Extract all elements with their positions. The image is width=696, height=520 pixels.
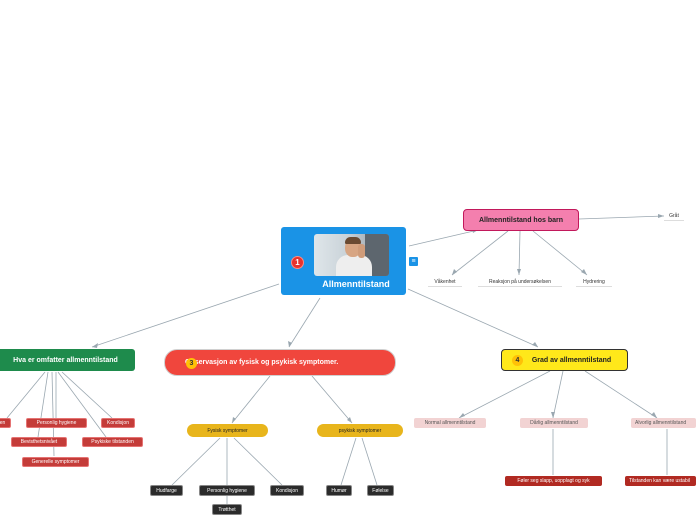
subtopic-reaksjon[interactable]: Reaksjon på undersøkelsen [478, 277, 562, 287]
subtopic-trotthet[interactable]: Trøtthet [212, 504, 242, 515]
link-barn-reaksjon [518, 230, 521, 276]
link-grad-normal [458, 370, 551, 419]
priority-badge-4: 4 [512, 355, 523, 366]
topic-allmenntilstand-hos-barn[interactable]: Allmenntilstand hos barn [463, 209, 579, 231]
subtopic-fysisk-kondisjon[interactable]: Kondisjon [270, 485, 304, 496]
link-barn-grat [578, 215, 665, 220]
detail-alvorlig[interactable]: Tilstanden kan være ustabil [625, 476, 696, 486]
central-topic[interactable]: 1 Allmenntilstand [281, 227, 406, 295]
link-central-barn [408, 229, 479, 247]
subtopic-bevissthetsnivaet[interactable]: Bevisthetsnivået [11, 437, 67, 447]
subtopic-psykisk-symptomer[interactable]: psykisk symptomer [317, 424, 403, 437]
subtopic-fysisk-symptomer[interactable]: Fysisk symptomer [187, 424, 268, 437]
man-sitting-photo [314, 234, 389, 276]
subtopic-psykiske-tilstanden[interactable]: Psykiske tilstanden [82, 437, 143, 447]
subtopic-normal-allmenntilstand[interactable]: Normal allmenntilstand [414, 418, 486, 428]
topic-observasjon[interactable]: Observasjon av fysisk og psykisk symptom… [164, 349, 396, 376]
subtopic-personlig-hygiene[interactable]: Personlig hygiene [26, 418, 87, 428]
subtopic-folelse[interactable]: Følelse [367, 485, 394, 496]
note-icon[interactable]: ≡ [409, 257, 418, 266]
link-central-obs [288, 297, 321, 348]
subtopic-darlig-allmenntilstand[interactable]: Dårlig allmenntilstand [520, 418, 588, 428]
link-psykisk-humor [340, 437, 357, 486]
subtopic-humor[interactable]: Humør [326, 485, 352, 496]
priority-badge: 1 [291, 256, 304, 269]
subtopic-vakenhet[interactable]: Våkenhet [428, 277, 462, 287]
priority-badge-3: 3 [186, 358, 197, 369]
subtopic-hydrering[interactable]: Hydrering [576, 277, 612, 287]
link-obs-fysisk [231, 375, 271, 424]
subtopic-en[interactable]: en [0, 418, 11, 428]
link-central-grad [407, 288, 539, 348]
topic-hva-omfatter[interactable]: Hva er omfatter allmenntilstand [0, 349, 135, 371]
link-grad-alvorlig [584, 370, 658, 419]
link-fysisk-hudfarge [171, 437, 221, 486]
link-barn-vakenhet [451, 230, 509, 276]
link-hva-kondisjon [61, 371, 113, 419]
subtopic-hudfarge[interactable]: Hudfarge [150, 485, 183, 496]
link-obs-psykisk [311, 375, 353, 424]
subtopic-fysisk-hygiene[interactable]: Personlig hygiene [199, 485, 255, 496]
topic-grad[interactable]: Grad av allmenntilstand [501, 349, 628, 371]
subtopic-generelle-symptomer[interactable]: Generelle symptomer [22, 457, 89, 467]
link-barn-hydrering [532, 230, 588, 276]
link-fysisk-kondisjon [233, 437, 283, 486]
subtopic-grat[interactable]: Gråt [664, 211, 684, 221]
link-grad-darlig [552, 370, 564, 419]
subtopic-alvorlig-allmenntilstand[interactable]: Alvorlig allmenntilstand [631, 418, 696, 428]
topic-observasjon-label: Observasjon av fysisk og psykisk symptom… [185, 358, 339, 366]
link-hva-en [6, 371, 46, 419]
link-central-hva [91, 283, 280, 348]
detail-darlig[interactable]: Føler seg slapp, uopplagt og syk [505, 476, 602, 486]
link-hva-psykiske [57, 371, 107, 438]
central-title: Allmenntilstand [322, 279, 390, 289]
topic-grad-label: Grad av allmenntilstand [531, 356, 612, 364]
link-psykisk-folelse [361, 437, 378, 486]
subtopic-kondisjon[interactable]: Kondisjon [101, 418, 135, 428]
